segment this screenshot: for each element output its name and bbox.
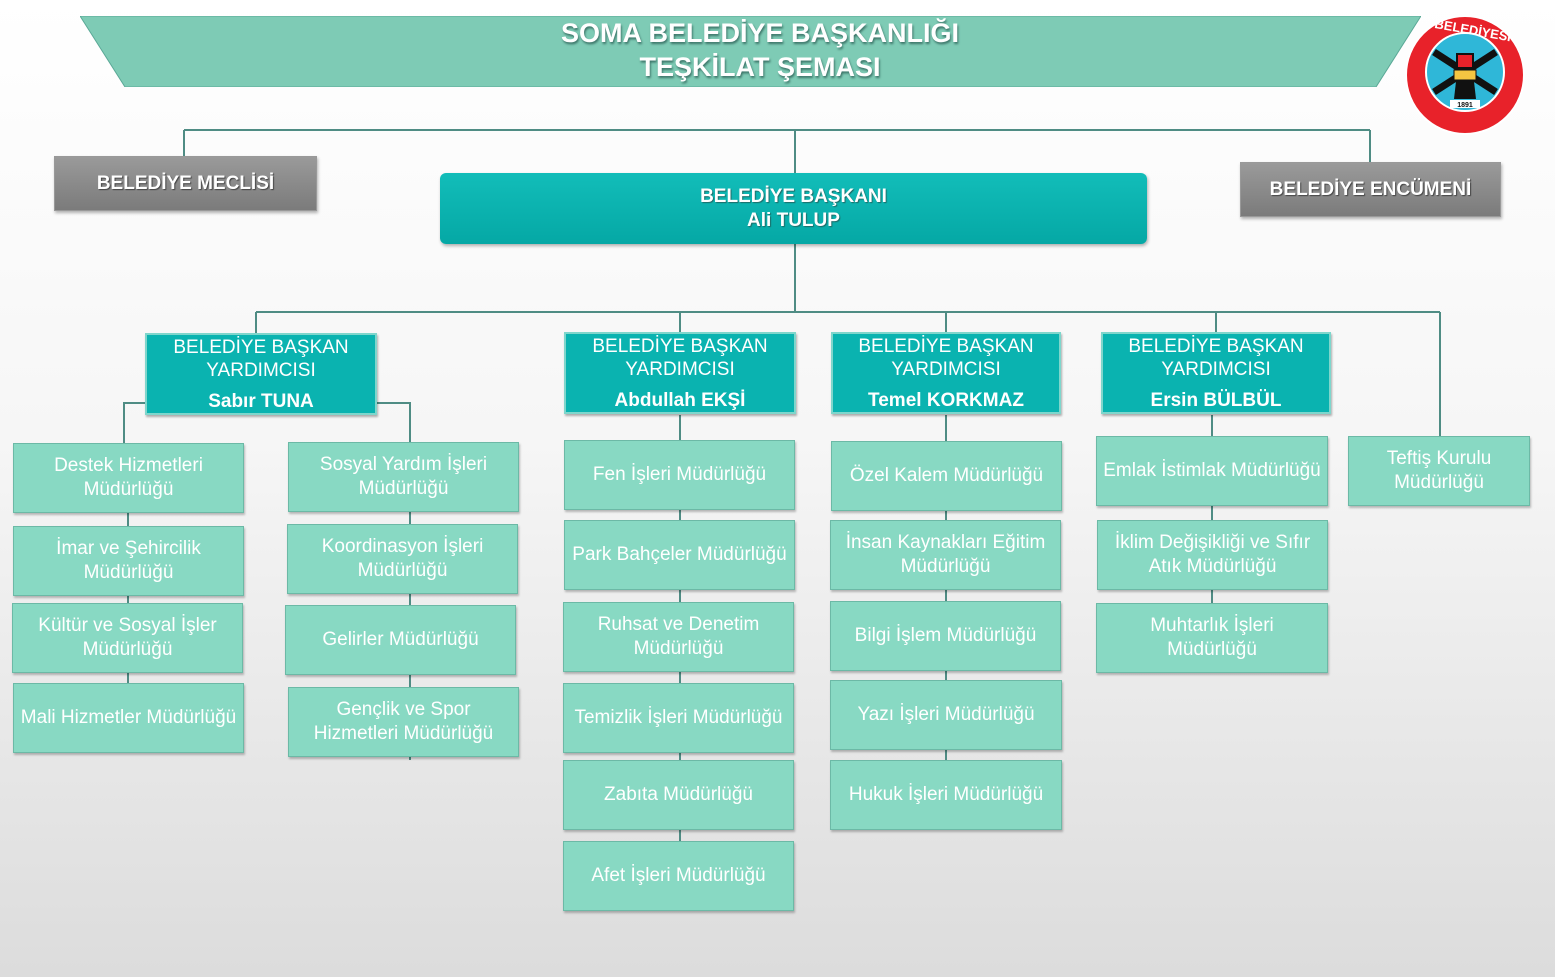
- deputy-name: Temel KORKMAZ: [868, 389, 1024, 411]
- unit-label: Hukuk İşleri Müdürlüğü: [848, 784, 1044, 805]
- deputy-name: Ersin BÜLBÜL: [1150, 389, 1282, 411]
- unit-label: Afet İşleri Müdürlüğü: [591, 865, 766, 886]
- unit-label: Gençlik ve Spor: [336, 699, 471, 720]
- deputy-title: BELEDİYE BAŞKAN: [592, 335, 768, 357]
- municipality-logo: 1891 BELEDİYESİ: [1405, 15, 1525, 135]
- unit-label: Müdürlüğü: [358, 478, 449, 499]
- unit-box[interactable]: Emlak İstimlak Müdürlüğü: [1096, 436, 1328, 506]
- unit-box[interactable]: Temizlik İşleri Müdürlüğü: [563, 683, 794, 753]
- unit-box[interactable]: Yazı İşleri Müdürlüğü: [830, 680, 1062, 750]
- unit-label: Müdürlüğü: [1394, 472, 1484, 493]
- unit-box[interactable]: Bilgi İşlem Müdürlüğü: [830, 601, 1061, 671]
- unit-label: Fen İşleri Müdürlüğü: [592, 464, 767, 485]
- mayor-box[interactable]: BELEDİYE BAŞKANI Ali TULUP: [440, 173, 1147, 244]
- unit-label: Teftiş Kurulu: [1386, 448, 1492, 469]
- deputy-box-3[interactable]: BELEDİYE BAŞKAN YARDIMCISI Temel KORKMAZ: [831, 332, 1061, 414]
- unit-box[interactable]: Hukuk İşleri Müdürlüğü: [830, 760, 1062, 830]
- deputy-name: Abdullah EKŞİ: [614, 389, 746, 411]
- deputy-box-2[interactable]: BELEDİYE BAŞKAN YARDIMCISI Abdullah EKŞİ: [564, 332, 796, 414]
- deputy-title: BELEDİYE BAŞKAN: [173, 336, 349, 358]
- unit-label: Müdürlüğü: [83, 562, 174, 583]
- unit-label: Gelirler Müdürlüğü: [322, 629, 479, 650]
- committee-box[interactable]: BELEDİYE ENCÜMENİ: [1240, 162, 1501, 217]
- unit-label: Emlak İstimlak Müdürlüğü: [1103, 460, 1321, 481]
- unit-label: Koordinasyon İşleri: [321, 536, 484, 557]
- unit-label: Sosyal Yardım İşleri: [319, 454, 488, 475]
- mayor-name: Ali TULUP: [747, 209, 840, 231]
- unit-box[interactable]: Gelirler Müdürlüğü: [285, 605, 516, 675]
- unit-label: Müdürlüğü: [83, 479, 174, 500]
- unit-label: Müdürlüğü: [82, 639, 173, 660]
- svg-text:1891: 1891: [1457, 102, 1473, 109]
- unit-label: Temizlik İşleri Müdürlüğü: [574, 707, 783, 728]
- unit-label: İmar ve Şehircilik: [56, 538, 201, 559]
- unit-box[interactable]: Park Bahçeler Müdürlüğü: [564, 520, 795, 590]
- unit-box[interactable]: Fen İşleri Müdürlüğü: [564, 440, 795, 510]
- unit-label: Müdürlüğü: [900, 556, 991, 577]
- deputy-title: YARDIMCISI: [891, 358, 1001, 380]
- unit-label: İnsan Kaynakları Eğitim: [845, 532, 1046, 553]
- unit-label: Ruhsat ve Denetim: [597, 614, 760, 635]
- deputy-name: Sabır TUNA: [208, 390, 314, 412]
- unit-label: Park Bahçeler Müdürlüğü: [572, 544, 787, 565]
- unit-box[interactable]: Mali Hizmetler Müdürlüğü: [13, 683, 244, 753]
- unit-label: Özel Kalem Müdürlüğü: [849, 465, 1044, 486]
- unit-label: Mali Hizmetler Müdürlüğü: [20, 707, 237, 728]
- unit-label: Destek Hizmetleri: [54, 455, 203, 476]
- title-line-2: TEŞKİLAT ŞEMASI: [639, 52, 881, 82]
- unit-label: Müdürlüğü: [1167, 639, 1257, 660]
- unit-label: Muhtarlık İşleri: [1150, 615, 1274, 636]
- title-line-1: SOMA BELEDİYE BAŞKANLIĞI: [560, 18, 960, 48]
- unit-box[interactable]: Zabıta Müdürlüğü: [563, 760, 794, 830]
- page-title: SOMA BELEDİYE BAŞKANLIĞI TEŞKİLAT ŞEMASI: [80, 16, 1440, 84]
- deputy-title: BELEDİYE BAŞKAN: [858, 335, 1034, 357]
- deputy-title: YARDIMCISI: [1161, 358, 1271, 380]
- unit-label: Yazı İşleri Müdürlüğü: [857, 704, 1035, 725]
- title-banner: [80, 16, 1421, 87]
- council-label: BELEDİYE MECLİSİ: [96, 172, 275, 194]
- deputy-title: YARDIMCISI: [625, 358, 735, 380]
- mayor-title: BELEDİYE BAŞKANI: [700, 185, 887, 207]
- unit-label: Kültür ve Sosyal İşler: [38, 615, 217, 636]
- unit-label: Müdürlüğü: [357, 560, 448, 581]
- deputy-box-4[interactable]: BELEDİYE BAŞKAN YARDIMCISI Ersin BÜLBÜL: [1101, 332, 1331, 414]
- council-box[interactable]: BELEDİYE MECLİSİ: [54, 156, 317, 211]
- unit-label: Müdürlüğü: [633, 638, 724, 659]
- unit-box[interactable]: Afet İşleri Müdürlüğü: [563, 841, 794, 911]
- unit-label: Hizmetleri Müdürlüğü: [313, 723, 494, 744]
- unit-label: İklim Değişikliği ve Sıfır: [1114, 532, 1311, 553]
- unit-box[interactable]: Özel Kalem Müdürlüğü: [831, 441, 1062, 511]
- deputy-title: BELEDİYE BAŞKAN: [1128, 335, 1304, 357]
- unit-label: Bilgi İşlem Müdürlüğü: [854, 625, 1037, 646]
- deputy-title: YARDIMCISI: [206, 359, 316, 381]
- unit-label: Atık Müdürlüğü: [1148, 556, 1277, 577]
- committee-label: BELEDİYE ENCÜMENİ: [1269, 178, 1472, 200]
- deputy-box-1[interactable]: BELEDİYE BAŞKAN YARDIMCISI Sabır TUNA: [145, 333, 377, 415]
- unit-label: Zabıta Müdürlüğü: [604, 784, 753, 805]
